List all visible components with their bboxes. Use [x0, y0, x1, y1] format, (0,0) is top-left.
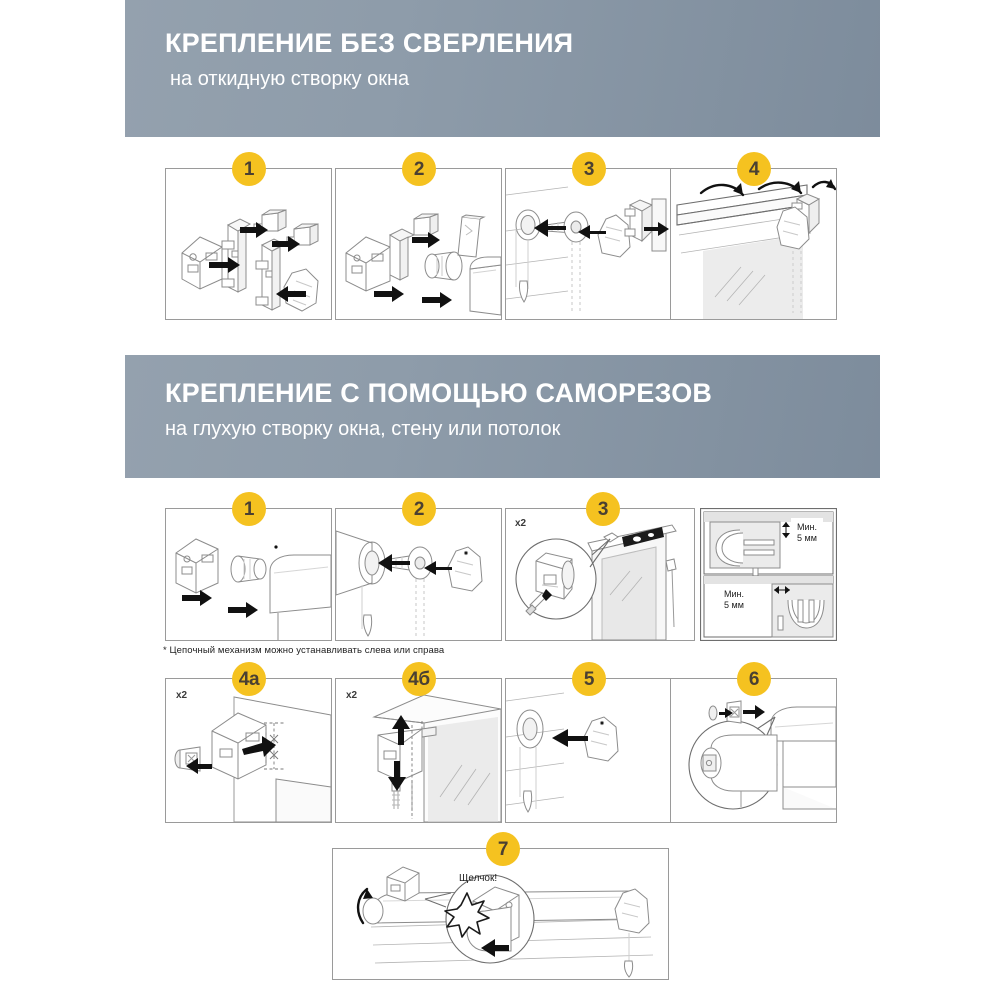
step-panel-s2-1	[165, 508, 332, 641]
step-panel-s2-6	[670, 678, 837, 823]
step-badge-s1-4: 4	[737, 152, 771, 186]
click-callout-label: Щелчок!	[459, 873, 498, 884]
min-label-top-line1: Мин.	[797, 522, 817, 532]
step-panel-s1-1	[165, 168, 332, 320]
min-label-top-line2: 5 мм	[797, 533, 817, 544]
min-label-bottom-line2: 5 мм	[724, 600, 744, 611]
step-panel-s2-3	[505, 508, 695, 641]
quantity-x2-s2-3: x2	[515, 518, 527, 529]
min-label-bottom-line1: Мин.	[724, 589, 744, 599]
step-badge-s1-2: 2	[402, 152, 436, 186]
step-badge-s2-2: 2	[402, 492, 436, 526]
footnote-chain-side: * Цепочный механизм можно устанавливать …	[163, 645, 445, 656]
section-title-no-drilling: КРЕПЛЕНИЕ БЕЗ СВЕРЛЕНИЯ	[165, 28, 574, 58]
step-badge-s1-3: 3	[572, 152, 606, 186]
section-header-no-drilling: КРЕПЛЕНИЕ БЕЗ СВЕРЛЕНИЯ на откидную ство…	[125, 0, 880, 137]
quantity-x2-s2-4a: x2	[176, 690, 188, 701]
min-clearance-label-top: Мин. 5 мм	[791, 518, 823, 549]
section-title-with-screws: КРЕПЛЕНИЕ С ПОМОЩЬЮ САМОРЕЗОВ	[165, 378, 713, 408]
step-panel-s2-4a	[165, 678, 332, 823]
section-subtitle-with-screws: на глухую створку окна, стену или потоло…	[165, 417, 561, 440]
section-header-with-screws: КРЕПЛЕНИЕ С ПОМОЩЬЮ САМОРЕЗОВ на глухую …	[125, 355, 880, 478]
step-panel-s1-3	[505, 168, 672, 320]
step-badge-s2-7: 7	[486, 832, 520, 866]
step-badge-s2-4a: 4а	[232, 662, 266, 696]
step-panel-s1-4	[670, 168, 837, 320]
section-subtitle-no-drilling: на откидную створку окна	[170, 67, 410, 90]
step-panel-s2-2	[335, 508, 502, 641]
step-badge-s1-1: 1	[232, 152, 266, 186]
step-badge-s2-1: 1	[232, 492, 266, 526]
step-panel-s1-2	[335, 168, 502, 320]
step-badge-s2-4b: 4б	[402, 662, 436, 696]
step-panel-s2-4b	[335, 678, 502, 823]
min-clearance-label-bottom: Мин. 5 мм	[718, 585, 750, 616]
step-panel-s2-5	[505, 678, 672, 823]
step-panel-s2-7	[332, 848, 669, 980]
step-badge-s2-5: 5	[572, 662, 606, 696]
quantity-x2-s2-4b: x2	[346, 690, 358, 701]
step-badge-s2-6: 6	[737, 662, 771, 696]
step-badge-s2-3: 3	[586, 492, 620, 526]
